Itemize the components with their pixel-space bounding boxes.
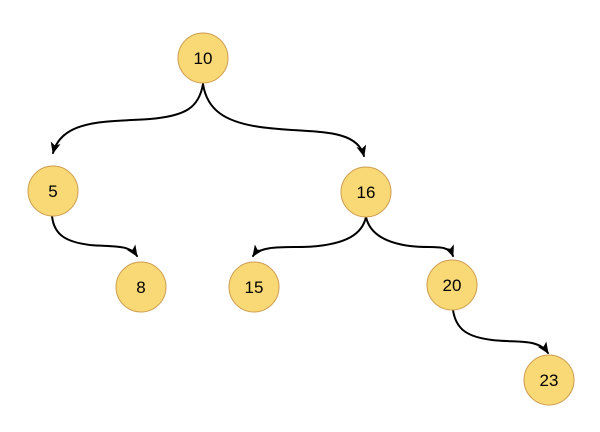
tree-node-16: 16 [340,166,392,218]
tree-node-8: 8 [115,261,167,313]
node-label: 23 [540,371,559,390]
tree-edge-5-8 [51,215,138,257]
tree-edge-20-23 [452,309,549,354]
node-circle [523,354,575,406]
tree-node-5: 5 [27,165,79,217]
node-circle [27,165,79,217]
tree-edge-10-5 [50,83,204,154]
tree-node-23: 23 [523,354,575,406]
node-label: 5 [48,182,57,201]
tree-edge-16-20 [365,216,454,257]
tree-node-15: 15 [228,261,280,313]
tree-edge-16-15 [252,216,367,257]
node-circle [340,166,392,218]
node-label: 10 [194,49,213,68]
node-label: 16 [357,183,376,202]
tree-node-10: 10 [177,32,229,84]
node-circle [426,259,478,311]
node-circle [177,32,229,84]
tree-edge-10-16 [202,83,367,157]
node-label: 8 [136,278,145,297]
node-circle [115,261,167,313]
node-circle [228,261,280,313]
tree-node-20: 20 [426,259,478,311]
node-label: 20 [443,276,462,295]
node-label: 15 [245,278,264,297]
